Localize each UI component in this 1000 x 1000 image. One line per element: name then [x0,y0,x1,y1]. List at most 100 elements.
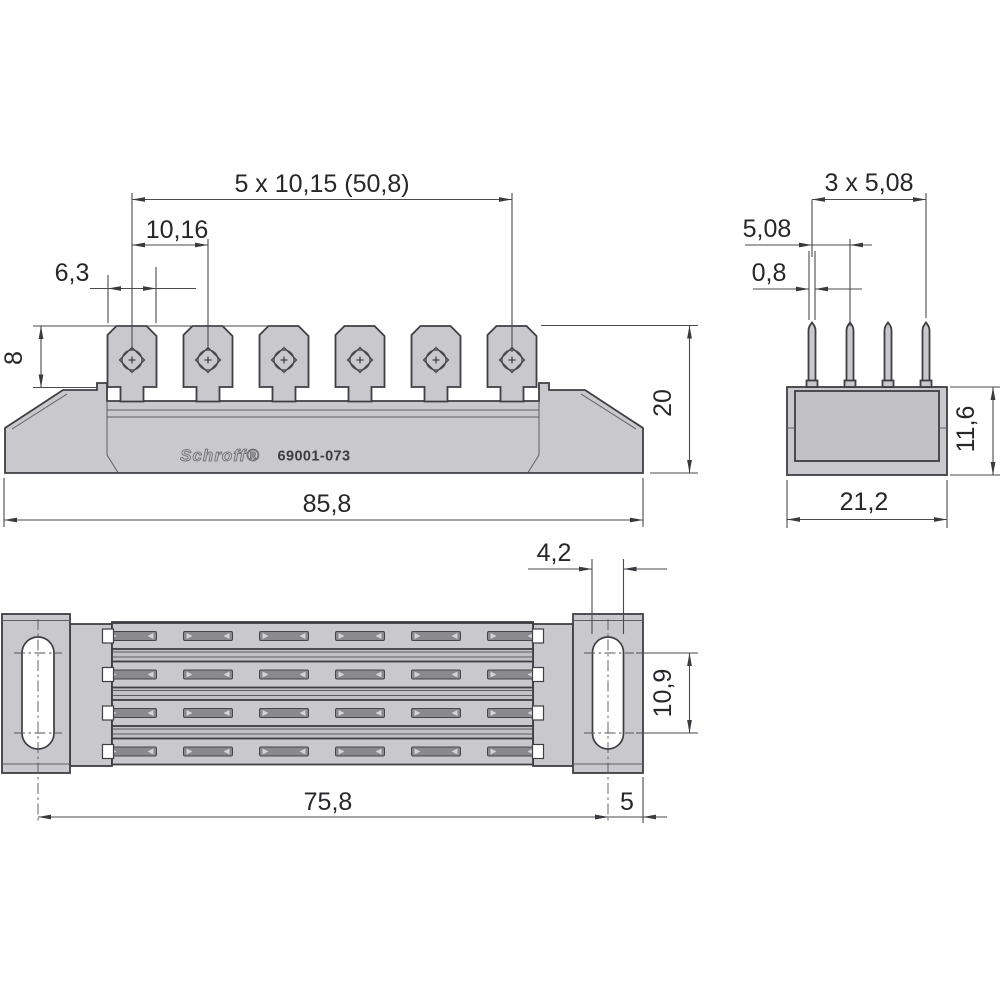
part-number: 69001-073 [278,449,351,465]
connector-pin [883,320,893,388]
slot-end-mark [147,671,154,678]
dim-label: 85,8 [303,490,352,518]
contact-slot [411,631,461,641]
dim-label: 10,16 [146,216,209,244]
slot-end-mark [338,633,345,639]
side-body-recess [794,390,940,462]
crosshair-icon [422,346,450,374]
terminal-tabs [106,325,538,403]
slot-end-mark [223,671,230,678]
dim-label: 21,2 [840,488,889,516]
slot-end-mark [490,710,497,716]
edge-notch [101,743,115,760]
slot-end-mark [186,710,193,716]
dim-label: 3 x 5,08 [825,169,914,197]
edge-notch [101,705,115,721]
slot-end-mark [338,710,345,716]
slot-end-mark [147,633,154,639]
connector-pins [805,320,933,388]
dim-side-height: 11,6 [950,386,1000,476]
contact-slot [183,746,233,757]
dim-label: 5,08 [743,215,792,243]
dim-pin-pitch: 5,08 [743,215,872,326]
contact-slot [259,746,309,757]
slot-end-mark [147,710,154,716]
contact-slot [411,669,461,680]
dim-pin-width: 0,8 [752,251,862,320]
dim-label: 75,8 [304,788,353,816]
dim-tab-pitch-total: 5 x 10,15 (50,8) [131,170,513,352]
slot-end-mark [490,748,497,755]
terminal-tab [106,325,158,403]
dim-hole-edge-offset: 5 [595,777,667,823]
crosshair-diamond [118,346,146,374]
crosshair-diamond [346,346,374,374]
slot-end-mark [186,748,193,755]
edge-notch [101,666,115,683]
slot-end-mark [375,633,382,639]
terminal-tab [334,325,386,403]
slot-end-mark [375,710,382,716]
pin-collar [805,379,819,388]
slot-end-mark [451,748,458,755]
edge-notch [531,628,545,644]
slot-end-mark [451,710,458,716]
front-right-inner-chamfer [527,454,540,473]
crosshair-circle [425,349,447,371]
connector-pin [921,320,931,388]
bottom-view: 4,2 10,9 75,8 5 [1,539,698,823]
dim-label: 10,9 [649,669,677,718]
contact-slot [335,631,385,641]
dim-hole-span: 75,8 [38,788,608,820]
dim-label: 11,6 [952,406,980,453]
crosshair-diamond [194,346,222,374]
dim-label: 4,2 [537,539,572,567]
contact-slot [183,631,233,641]
crosshair-circle [349,349,371,371]
dim-label: 5 [620,788,634,816]
brand-logo: Schroff® [180,446,260,465]
contact-slot [335,746,385,757]
row-band [111,622,534,650]
dim-tab-height: 8 [0,325,280,389]
slot-end-mark [414,671,421,678]
dim-label: 6,3 [55,259,90,287]
bottom-strip-left [69,623,113,767]
dim-label: 8 [0,351,28,365]
dim-hole-length: 10,9 [636,652,698,734]
terminal-tab [258,325,310,403]
edge-notch [531,743,545,760]
crosshair-diamond [422,346,450,374]
front-left-inner-slope [11,393,68,430]
contact-slot [411,708,461,718]
contact-slot [259,669,309,680]
dim-side-depth: 21,2 [786,480,948,528]
slot-end-mark [262,748,269,755]
terminal-tab [486,325,538,403]
pin-collar [881,379,895,388]
slot-end-mark [262,710,269,716]
contact-slot [183,708,233,718]
slot-end-mark [299,710,306,716]
crosshair-icon [346,346,374,374]
slot-end-mark [223,633,230,639]
pin-collar [843,379,857,388]
dim-label: 5 x 10,15 (50,8) [234,170,409,198]
slot-end-mark [414,748,421,755]
slot-end-mark [375,671,382,678]
dim-tab-width: 6,3 [55,259,196,323]
connector-pin [845,320,855,388]
slot-end-mark [375,748,382,755]
dim-front-height: 20 [541,324,698,474]
edge-notch [531,666,545,683]
side-view: 3 x 5,08 5,08 0,8 11,6 [743,169,1000,528]
dim-tab-pitch: 10,16 [132,216,209,350]
slot-end-mark [490,633,497,639]
dim-pin-span: 3 x 5,08 [811,169,927,318]
slot-end-mark [147,748,154,755]
crosshair-icon [270,346,298,374]
edge-notches [101,628,545,760]
front-view: Schroff® 69001-073 5 x 10,15 (50,8) 10,1… [0,170,698,527]
